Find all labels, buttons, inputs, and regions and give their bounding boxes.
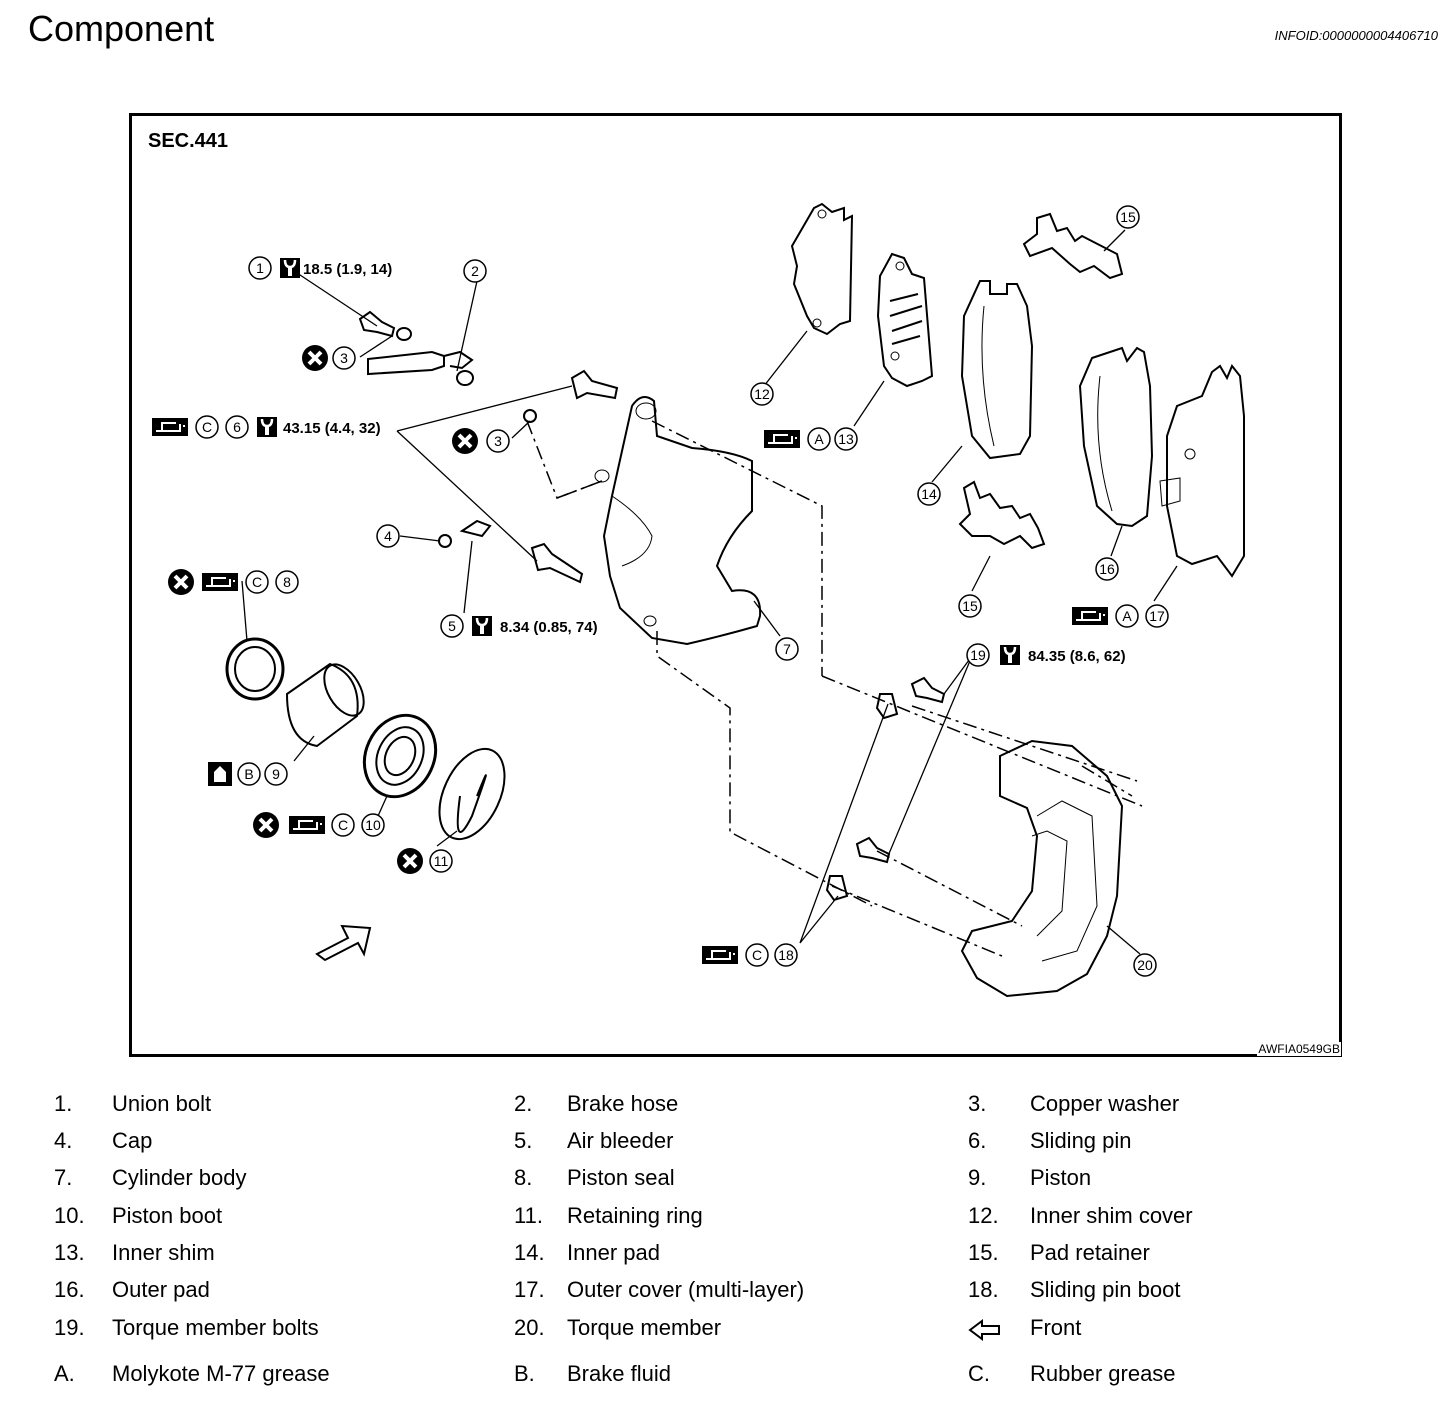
svg-text:13: 13 xyxy=(838,431,854,447)
svg-text:C: C xyxy=(202,419,212,435)
svg-text:2: 2 xyxy=(471,263,479,279)
grease-icon xyxy=(288,815,326,835)
cap-part xyxy=(438,534,452,548)
replace-icon xyxy=(166,567,196,597)
front-arrow-icon xyxy=(315,924,372,962)
torque-label-6: 43.15 (4.4, 32) xyxy=(283,420,381,437)
inner-pad-part xyxy=(960,280,1034,460)
inner-shim-part xyxy=(876,252,934,388)
torque-label-5: 8.34 (0.85, 74) xyxy=(500,619,598,636)
air-bleeder-part xyxy=(459,519,492,538)
exploded-brake-caliper-diagram: 1 2 3 3 C 6 4 5 7 C 8 B 9 C 10 11 12 A 1… xyxy=(151,202,1245,998)
svg-text:5: 5 xyxy=(448,618,456,634)
svg-text:14: 14 xyxy=(921,486,937,502)
torque-label-19: 84.35 (8.6, 62) xyxy=(1028,648,1126,665)
svg-text:B: B xyxy=(244,766,253,782)
pad-retainer-top-part xyxy=(1022,212,1124,280)
replace-icon xyxy=(300,343,330,373)
diagram-frame: SEC.441 xyxy=(129,113,1342,1057)
svg-text:12: 12 xyxy=(754,386,770,402)
svg-text:11: 11 xyxy=(434,853,449,869)
svg-text:3: 3 xyxy=(494,433,502,449)
replace-icon xyxy=(450,426,480,456)
svg-text:16: 16 xyxy=(1099,561,1115,577)
sliding-pin-boot-lower-part xyxy=(825,875,849,902)
svg-text:C: C xyxy=(752,947,762,963)
figure-code: AWFIA0549GB xyxy=(1257,1042,1341,1056)
svg-text:15: 15 xyxy=(962,598,978,614)
svg-text:A: A xyxy=(1122,608,1132,624)
torque-label-1: 18.5 (1.9, 14) xyxy=(303,261,392,278)
svg-text:9: 9 xyxy=(272,766,280,782)
grease-icon xyxy=(1071,606,1109,626)
grease-icon xyxy=(151,417,189,437)
torque-member-part xyxy=(960,739,1124,998)
wrench-icon xyxy=(255,415,279,439)
piston-seal-part xyxy=(225,637,285,701)
outer-pad-part xyxy=(1078,346,1154,528)
brake-fluid-icon xyxy=(208,762,232,786)
replace-icon xyxy=(251,810,281,840)
union-bolt-part xyxy=(358,310,396,338)
torque-bolt-lower-part xyxy=(855,836,891,864)
sliding-pin-boot-upper-part xyxy=(875,693,899,720)
front-arrow-icon xyxy=(968,1319,1000,1341)
info-id: INFOID:0000000004406710 xyxy=(1274,28,1438,43)
grease-icon xyxy=(763,429,801,449)
svg-text:3: 3 xyxy=(340,350,348,366)
sliding-pin-lower-part xyxy=(530,542,584,584)
wrench-icon xyxy=(470,614,494,638)
svg-text:C: C xyxy=(338,817,348,833)
svg-text:1: 1 xyxy=(256,260,264,276)
piston-boot-part xyxy=(362,713,438,799)
section-label: SEC.441 xyxy=(148,130,229,152)
svg-text:18: 18 xyxy=(778,947,794,963)
svg-text:15: 15 xyxy=(1120,209,1136,225)
brake-hose-part xyxy=(367,350,445,376)
sliding-pin-upper-part xyxy=(570,369,619,400)
piston-part xyxy=(285,662,359,748)
wrench-icon xyxy=(278,256,302,280)
svg-text:C: C xyxy=(252,574,262,590)
replace-icon xyxy=(395,846,425,876)
grease-icon xyxy=(701,945,739,965)
retaining-ring-part xyxy=(438,747,506,841)
outer-cover-part xyxy=(1166,364,1245,578)
cylinder-body-part xyxy=(602,396,762,646)
grease-icon xyxy=(201,572,239,592)
svg-text:7: 7 xyxy=(783,641,791,657)
inner-shim-cover-part xyxy=(790,202,854,336)
svg-text:4: 4 xyxy=(384,528,392,544)
wrench-icon xyxy=(998,643,1022,667)
svg-text:6: 6 xyxy=(233,419,241,435)
svg-text:10: 10 xyxy=(365,817,381,833)
pad-retainer-bottom-part xyxy=(958,480,1046,550)
svg-text:17: 17 xyxy=(1149,608,1165,624)
page-title: Component xyxy=(28,8,215,49)
svg-text:8: 8 xyxy=(283,574,291,590)
svg-text:20: 20 xyxy=(1137,957,1153,973)
torque-bolt-upper-part xyxy=(910,676,946,704)
svg-text:A: A xyxy=(814,431,824,447)
svg-text:19: 19 xyxy=(970,647,986,663)
